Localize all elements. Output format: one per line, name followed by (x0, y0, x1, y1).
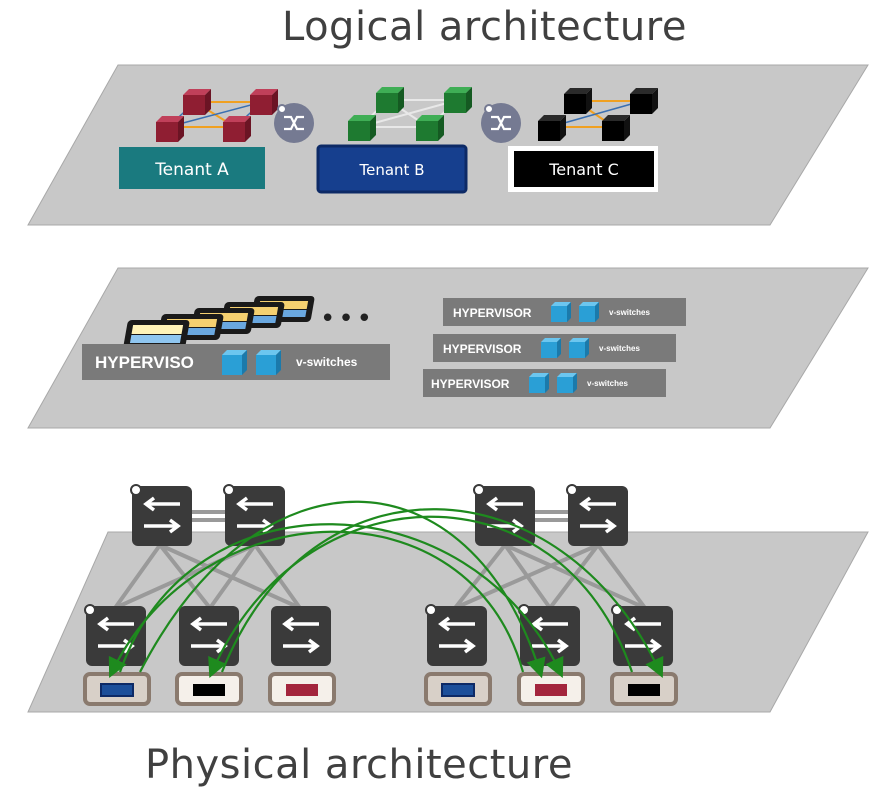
overlay-tunnels (108, 500, 664, 679)
hypervisor-label: HYPERVISOR (453, 306, 532, 320)
tunnel-arrow (108, 530, 525, 678)
hypervisor-bar: HYPERVISOR v-switches (433, 334, 676, 362)
tenant-a-vm-cubes (156, 89, 278, 142)
router-icon (274, 103, 314, 143)
host-server (517, 672, 585, 706)
hypervisor-bar: HYPERVISOR v-switches (423, 369, 666, 397)
vswitch-label: v-switches (587, 379, 628, 388)
tenant-c-vm-cubes (538, 88, 658, 141)
hypervisor-label: HYPERVISOR (443, 342, 522, 356)
leaf-switch (518, 604, 580, 666)
hypervisor-bar-main: HYPERVISO v-switches (82, 344, 390, 380)
tenant-b-box: Tenant B (316, 144, 468, 194)
leaf-switch (179, 606, 239, 666)
leaf-switch (271, 606, 331, 666)
vswitch-label: v-switches (609, 308, 650, 317)
leaf-switch (425, 604, 487, 666)
host-server (175, 672, 243, 706)
host-server (424, 672, 492, 706)
tunnel-arrow (118, 523, 564, 678)
tenant-b-vm-cubes (348, 87, 472, 141)
hypervisor-label: HYPERVISO (95, 353, 194, 372)
tenant-c-box: Tenant C (508, 146, 658, 192)
leaf-switch (611, 604, 673, 666)
tenant-a-box: Tenant A (119, 147, 265, 189)
tunnel-arrow (220, 508, 664, 678)
spine-switch (473, 484, 535, 546)
physical-architecture-title: Physical architecture (145, 742, 573, 788)
host-server (83, 672, 151, 706)
server-blade-stack (123, 296, 315, 348)
hypervisor-bar: HYPERVISOR v-switches (443, 298, 686, 326)
spine-switch (566, 484, 628, 546)
ellipsis: ••• (320, 304, 375, 334)
host-server (268, 672, 336, 706)
hypervisor-label: HYPERVISOR (431, 377, 510, 391)
tenant-a-label: Tenant A (154, 160, 229, 180)
tunnel-arrow (139, 500, 546, 679)
tenant-c-label: Tenant C (548, 160, 619, 179)
tunnel-arrow (208, 515, 634, 679)
spine-switch (130, 484, 192, 546)
host-server (610, 672, 678, 706)
vswitch-label: v-switches (599, 344, 640, 353)
tenant-b-label: Tenant B (359, 161, 425, 179)
logical-architecture-title: Logical architecture (282, 4, 687, 50)
router-icon (481, 103, 521, 143)
vswitch-label: v-switches (296, 355, 358, 369)
leaf-switch (84, 604, 146, 666)
